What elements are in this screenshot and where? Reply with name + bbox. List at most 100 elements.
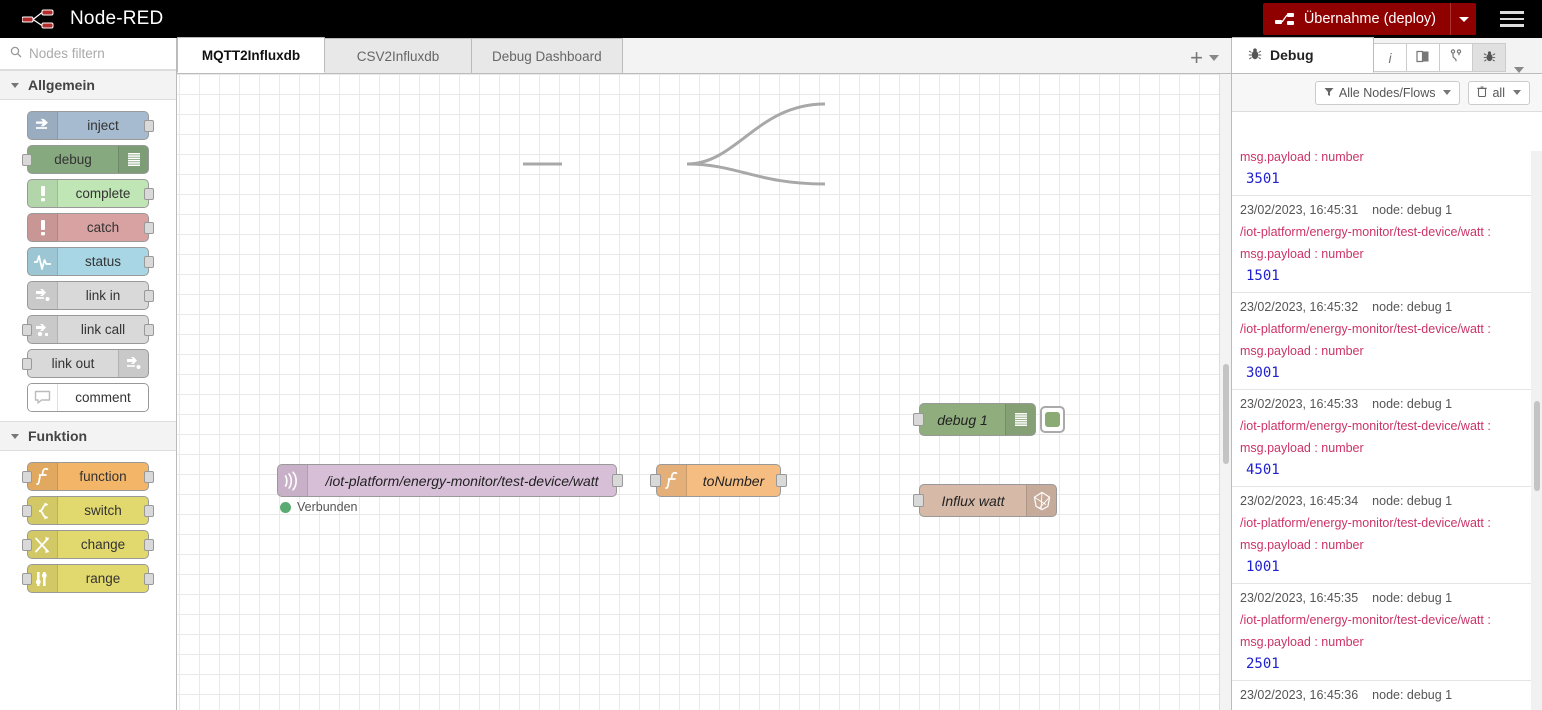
palette-categories: Allgemein inject debug complete catch status l… (0, 70, 176, 602)
input-port[interactable] (22, 154, 32, 166)
debug-source-node: node: debug 1 (1372, 300, 1453, 314)
flow-node-debug-1[interactable]: debug 1 (919, 403, 1036, 436)
input-port[interactable] (22, 573, 32, 585)
hamburger-menu-icon (1500, 11, 1524, 14)
debug-topic: /iot-platform/energy-monitor/test-device… (1240, 613, 1491, 627)
palette-node-comment[interactable]: comment (27, 383, 149, 412)
input-port[interactable] (22, 505, 32, 517)
exclamation-icon (28, 214, 58, 241)
input-port[interactable] (22, 324, 32, 336)
deploy-options-button[interactable] (1450, 3, 1476, 35)
header-actions: Übernahme (deploy) (1262, 0, 1542, 38)
output-port[interactable] (144, 188, 154, 200)
debug-property: msg.payload : number (1240, 247, 1364, 261)
deploy-button[interactable]: Übernahme (deploy) (1262, 3, 1450, 35)
trash-icon (1477, 85, 1488, 100)
output-port[interactable] (144, 471, 154, 483)
palette-node-link-in[interactable]: link in (27, 281, 154, 310)
node-status-label: Verbunden (297, 500, 358, 514)
palette-node-catch[interactable]: catch (27, 213, 154, 242)
palette-node-function[interactable]: function (22, 462, 154, 491)
flow-node-to-number[interactable]: toNumber (656, 464, 781, 497)
sidebar-button-git-history[interactable] (1439, 43, 1473, 72)
plus-icon[interactable]: + (1190, 45, 1203, 70)
output-port[interactable] (144, 505, 154, 517)
input-port[interactable] (22, 358, 32, 370)
sidebar-button-info[interactable]: i (1373, 43, 1407, 72)
input-port[interactable] (913, 413, 924, 426)
palette-node-debug[interactable]: debug (22, 145, 149, 174)
debug-topic: /iot-platform/energy-monitor/test-device… (1240, 516, 1491, 530)
flow-node-mqtt-in[interactable]: /iot-platform/energy-monitor/test-device… (277, 464, 617, 497)
tab-debug-dashboard[interactable]: Debug Dashboard (471, 38, 623, 73)
link-icon (28, 282, 58, 309)
input-port[interactable] (22, 471, 32, 483)
canvas-scrollbar-thumb[interactable] (1223, 364, 1229, 464)
input-port[interactable] (650, 474, 661, 487)
palette-category-funktion[interactable]: Funktion (0, 421, 176, 451)
palette-search[interactable] (0, 38, 176, 70)
output-port[interactable] (776, 474, 787, 487)
debug-scrollbar-thumb[interactable] (1534, 401, 1540, 491)
palette-node-status[interactable]: status (27, 247, 154, 276)
input-port[interactable] (22, 539, 32, 551)
output-port[interactable] (144, 573, 154, 585)
clear-messages-button[interactable]: all (1468, 80, 1530, 105)
debug-timestamp: 23/02/2023, 16:45:35 (1240, 591, 1359, 605)
sidebar-button-debug[interactable] (1472, 43, 1506, 72)
debug-property: msg.payload : number (1240, 441, 1364, 455)
exclamation-icon (28, 180, 58, 207)
output-port[interactable] (144, 539, 154, 551)
filter-label: Alle Nodes/Flows (1338, 85, 1436, 100)
palette-node-change[interactable]: change (22, 530, 154, 559)
influxdb-icon (1026, 485, 1056, 516)
flow-node-label: toNumber (702, 472, 765, 489)
palette-node-range[interactable]: range (22, 564, 154, 593)
palette-node-link-out[interactable]: link out (22, 349, 149, 378)
palette-node-link-call[interactable]: link call (22, 315, 154, 344)
bug-icon (1248, 47, 1262, 64)
debug-property: msg.payload : number (1240, 151, 1364, 164)
flow-canvas[interactable]: /iot-platform/energy-monitor/test-device… (177, 74, 1231, 710)
output-port[interactable] (144, 222, 154, 234)
sidebar-button-help[interactable] (1406, 43, 1440, 72)
palette-node-inject[interactable]: inject (27, 111, 154, 140)
palette-node-label: change (80, 537, 126, 552)
tab-debug[interactable]: Debug (1232, 37, 1374, 73)
filter-nodes-button[interactable]: Alle Nodes/Flows (1314, 80, 1461, 105)
tab-label: CSV2Influxdb (356, 48, 440, 64)
palette-category-body: inject debug complete catch status link in lin… (0, 100, 176, 421)
debug-scrollbar[interactable] (1531, 151, 1542, 710)
palette-category-allgemein[interactable]: Allgemein (0, 70, 176, 100)
palette-node-complete[interactable]: complete (27, 179, 154, 208)
output-port[interactable] (144, 120, 154, 132)
search-input[interactable] (29, 46, 159, 61)
flow-node-influx-watt[interactable]: Influx watt (919, 484, 1057, 517)
palette-node-switch[interactable]: switch (22, 496, 154, 525)
chevron-down-icon (1443, 90, 1452, 95)
chevron-down-icon[interactable] (1514, 67, 1524, 73)
mqtt-signal-icon (278, 465, 308, 496)
debug-node-toggle-button[interactable] (1040, 406, 1065, 433)
chevron-down-icon[interactable] (1209, 55, 1219, 61)
canvas-scrollbar[interactable] (1219, 74, 1231, 710)
debug-source-node: node: debug 1 (1372, 688, 1453, 702)
tab-mqtt2influxdb[interactable]: MQTT2Influxdb (177, 37, 325, 73)
output-port[interactable] (144, 324, 154, 336)
tab-csv2influxdb[interactable]: CSV2Influxdb (324, 38, 472, 73)
main-menu-button[interactable] (1490, 0, 1534, 38)
output-port[interactable] (144, 256, 154, 268)
output-port[interactable] (144, 290, 154, 302)
output-port[interactable] (612, 474, 623, 487)
palette-node-label: comment (75, 390, 131, 405)
input-port[interactable] (913, 494, 924, 507)
